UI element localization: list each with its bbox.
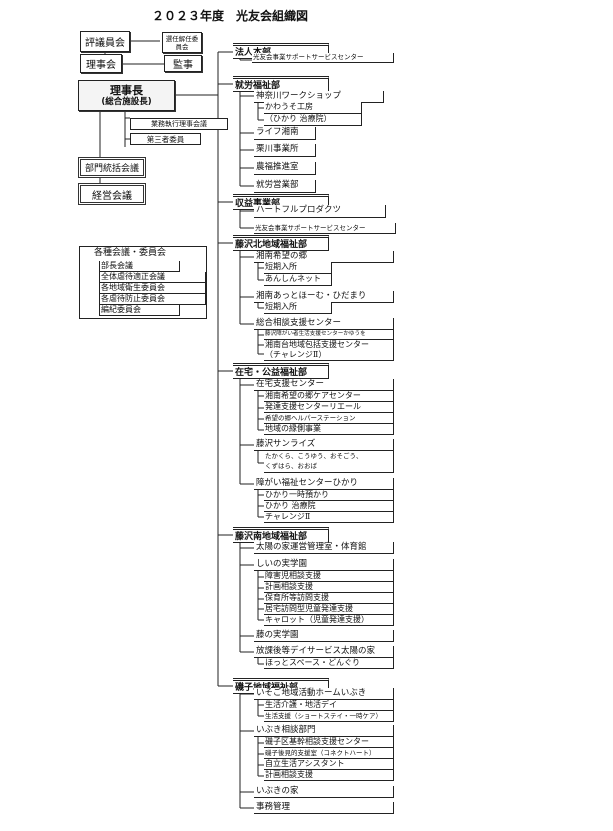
keiei-box: 経営会議: [78, 183, 146, 205]
zaitaku-sub: たかくら、こうゆう、おそごう、 くずはら、おおば: [264, 451, 394, 473]
shuro-item: 栗川事業所: [254, 144, 316, 157]
bumon-box: 部門統括会議: [78, 157, 146, 178]
isogo-item: いぶき相談部門: [254, 725, 394, 737]
committee-item: 各虐待防止委員会: [100, 294, 206, 305]
fujisawa-kita-sub: 短期入所: [264, 262, 332, 274]
isogo-item: いそご地域活動ホームいぶき: [254, 688, 394, 700]
isogo-sub: 生活支援（ショートステイ・一時ケア）: [264, 711, 394, 722]
fujisawa-kita-sub: （チャレンジⅡ）: [264, 350, 394, 361]
zaitaku-item: 障がい福祉センターひかり: [254, 478, 394, 490]
isogo-sub: 生活介護・地活デイ: [264, 700, 394, 711]
committee-item: 全体虐待適正会議: [100, 272, 206, 283]
committee-item: 編紀委員会: [100, 305, 180, 316]
senin-kainin-box: 選任解任委員会: [162, 32, 202, 53]
kanji-box: 監事: [164, 55, 202, 72]
rijicho-label: 理事長: [110, 83, 143, 97]
zaitaku-sub: 地域の縁側事業: [264, 424, 394, 435]
section-fujisawa-kita: 藤沢北地域福祉部: [233, 235, 329, 251]
isogo-sub: 自立生活アシスタント: [264, 759, 394, 770]
shuro-sub: かわうそ工房: [264, 102, 362, 114]
daisansha-box: 第三者委員: [130, 133, 201, 145]
shuro-item: 農福推進室: [254, 162, 316, 175]
zaitaku-sub-line: たかくら、こうゆう、おそごう、: [265, 452, 363, 460]
hojin-item: 光友会事業サポートサービスセンター: [252, 53, 394, 63]
zaitaku-sub: 発達支援センターリエール: [264, 402, 394, 413]
fujisawa-minami-sub: 計画相談支援: [264, 582, 394, 593]
shueki-item: 光友会事業サポートサービスセンター: [254, 223, 396, 234]
hyogiinkai-box: 評議員会: [80, 31, 130, 52]
zaitaku-sub-line: くずはら、おおば: [265, 462, 317, 470]
fujisawa-kita-sub: 藤沢障がい者生活支援センターかゆうを: [264, 330, 394, 340]
committee-item: 部長会議: [100, 261, 180, 272]
fujisawa-minami-sub: 保育所等訪問支援: [264, 593, 394, 604]
zaitaku-sub: チャレンジⅡ: [264, 512, 394, 523]
fujisawa-minami-item: 太陽の家運営管理室・体育館: [254, 542, 394, 554]
committees-header: 各種会議・委員会: [94, 248, 167, 258]
zaitaku-sub: 湘南希望の郷ケアセンター: [264, 391, 394, 402]
zaitaku-item: 藤沢サンライズ: [254, 439, 394, 451]
zaitaku-item: 在宅支援センター: [254, 379, 394, 391]
section-shuro: 就労福祉部: [233, 76, 329, 92]
isogo-item: いぶきの家: [254, 786, 394, 798]
fujisawa-kita-item: 総合相談支援センター: [254, 318, 394, 330]
committee-item: 各地域衛生委員会: [100, 283, 206, 294]
isogo-sub: 磯子後見的支援室（コネクトハート）: [264, 748, 394, 759]
fujisawa-minami-item: しいの実学園: [254, 559, 394, 571]
fujisawa-minami-sub: 障害児相談支援: [264, 571, 394, 582]
rijikai-box: 理事会: [80, 54, 122, 73]
section-fujisawa-minami: 藤沢南地域福祉部: [233, 527, 329, 543]
isogo-item: 事務管理: [254, 802, 394, 814]
fujisawa-minami-sub: キャロット（児童発達支援）: [264, 615, 394, 626]
rijicho-box: 理事長 (総合施設長): [78, 80, 175, 111]
page-title: ２０２３年度 光友会組織図: [152, 9, 309, 23]
fujisawa-kita-sub: あんしんネット: [264, 274, 332, 286]
isogo-sub: 磯子区基幹相談支援センター: [264, 737, 394, 748]
zaitaku-sub: ひかり 治療院: [264, 501, 394, 512]
gyomu-shikko-box: 業務執行理事会議: [130, 118, 228, 130]
shueki-item: ハートフルプロダクツ: [254, 205, 386, 218]
shuro-item: 就労営業部: [254, 180, 316, 193]
isogo-sub: 計画相談支援: [264, 770, 394, 781]
zaitaku-sub: 希望の郷ヘルパーステーション: [264, 413, 394, 424]
fujisawa-minami-sub: ほっとスペース・どんぐり: [264, 658, 394, 669]
fujisawa-minami-sub: 居宅訪問型児童発達支援: [264, 604, 394, 615]
committees-group: 各種会議・委員会 部長会議 全体虐待適正会議 各地域衛生委員会 各虐待防止委員会…: [79, 246, 207, 319]
fujisawa-minami-item: 放課後等デイサービス太陽の家: [254, 646, 394, 658]
shuro-sub: （ひかり 治療院）: [264, 114, 362, 126]
zaitaku-sub: ひかり一時預かり: [264, 490, 394, 501]
rijicho-sub-label: (総合施設長): [101, 96, 152, 107]
fujisawa-minami-item: 藤の実学園: [254, 630, 394, 642]
section-zaitaku: 在宅・公益福祉部: [233, 363, 329, 379]
shuro-item: ライフ湘南: [254, 127, 316, 140]
fujisawa-kita-sub: 短期入所: [264, 302, 332, 314]
